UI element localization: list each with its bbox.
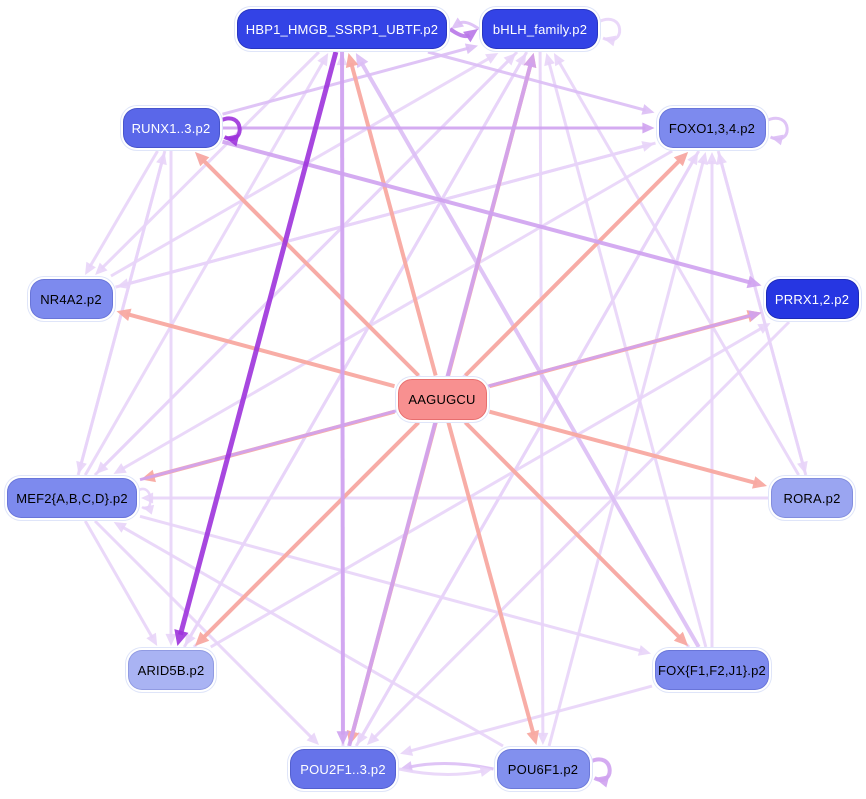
node-label-bhlh: bHLH_family.p2 (492, 21, 588, 37)
node-bhlh[interactable]: bHLH_family.p2 (482, 9, 598, 49)
edge-rora-foxo (716, 152, 808, 476)
node-mef2[interactable]: MEF2{A,B,C,D}.p2 (7, 478, 137, 518)
node-label-fox: FOX{F1,F2,J1}.p2 (658, 662, 766, 678)
node-aagugcu[interactable]: AAGUGCU (397, 378, 487, 420)
node-label-aagugcu: AAGUGCU (408, 391, 476, 407)
edge-bhlh-bhlh (597, 17, 622, 47)
node-label-nr4a2: NR4A2.p2 (40, 291, 102, 307)
edge-prrx-pou2f (366, 320, 791, 745)
edge-mef2-arid5b (83, 520, 158, 646)
edge-hbp1-arid5b (174, 51, 339, 646)
edge-fox-bhlh (544, 53, 708, 648)
edge-runx-nr4a2 (85, 150, 159, 275)
edge-aagugcu-arid5b (195, 421, 420, 646)
node-label-pou6f: POU6F1.p2 (507, 761, 579, 777)
edge-aagugcu-foxo (463, 152, 689, 377)
edge-aagugcu-rora (488, 409, 767, 489)
edge-pou2f-foxo (354, 152, 699, 747)
edge-arid5b-bhlh (182, 53, 527, 648)
edge-rora-mef2 (141, 492, 768, 504)
node-foxo[interactable]: FOXO1,3,4.p2 (658, 108, 766, 148)
edge-aagugcu-nr4a2 (116, 308, 396, 389)
edge-arid5b-prrx (209, 323, 771, 649)
edge-bhlh-hbp1 (451, 17, 480, 31)
edge-aagugcu-pou6f (446, 421, 539, 745)
edge-pou6f-foxo (547, 152, 708, 747)
node-label-foxo: FOXO1,3,4.p2 (668, 120, 756, 136)
edge-hbp1-bhlh (448, 27, 478, 43)
node-prrx[interactable]: PRRX1,2.p2 (765, 279, 859, 319)
edge-mef2-mef2 (136, 487, 155, 515)
node-label-mef2: MEF2{A,B,C,D}.p2 (16, 490, 128, 506)
node-label-runx: RUNX1..3.p2 (131, 120, 211, 136)
edge-mef2-pou2f (93, 519, 319, 745)
edge-foxo-mef2 (113, 149, 673, 474)
edge-bhlh-mef2 (95, 50, 519, 474)
edge-rora-bhlh (553, 53, 800, 476)
node-runx[interactable]: RUNX1..3.p2 (122, 108, 220, 148)
edge-fox-hbp1 (355, 53, 701, 648)
edge-aagugcu-hbp1 (345, 53, 438, 377)
edge-fox-pou2f (400, 684, 653, 756)
node-hbp1[interactable]: HBP1_HMGB_SSRP1_UBTF.p2 (237, 9, 447, 49)
edge-pou2f-pou6f (398, 766, 493, 777)
node-nr4a2[interactable]: NR4A2.p2 (29, 279, 113, 319)
edge-mef2-hbp1 (83, 53, 329, 476)
edge-runx-bhlh (222, 43, 478, 116)
node-label-prrx: PRRX1,2.p2 (774, 291, 850, 307)
node-pou2f[interactable]: POU2F1..3.p2 (290, 749, 396, 789)
edge-hbp1-nr4a2 (95, 50, 320, 275)
node-label-pou2f: POU2F1..3.p2 (300, 761, 386, 777)
node-rora[interactable]: RORA.p2 (771, 478, 853, 518)
edge-aagugcu-fox (463, 421, 689, 646)
node-label-arid5b: ARID5B.p2 (137, 662, 205, 678)
edge-bhlh-pou6f (537, 51, 549, 745)
edge-runx-runx (218, 116, 242, 147)
edge-mef2-runx (76, 152, 167, 476)
node-arid5b[interactable]: ARID5B.p2 (128, 650, 214, 690)
edge-pou6f-pou6f (588, 757, 612, 788)
edge-fox-foxo (706, 152, 718, 647)
node-fox[interactable]: FOX{F1,F2,J1}.p2 (655, 650, 769, 690)
edge-hbp1-foxo (427, 50, 655, 115)
edge-aagugcu-runx (195, 152, 420, 377)
edge-pou6f-mef2 (113, 522, 504, 748)
node-label-hbp1: HBP1_HMGB_SSRP1_UBTF.p2 (245, 21, 439, 37)
node-label-rora: RORA.p2 (783, 490, 841, 506)
edge-runx-foxo (222, 122, 655, 134)
edge-nr4a2-bhlh (110, 53, 499, 278)
edge-runx-prrx (221, 139, 762, 289)
edge-foxo-foxo (764, 116, 789, 146)
edge-hbp1-pou2f (336, 51, 350, 745)
node-pou6f[interactable]: POU6F1.p2 (496, 749, 590, 789)
